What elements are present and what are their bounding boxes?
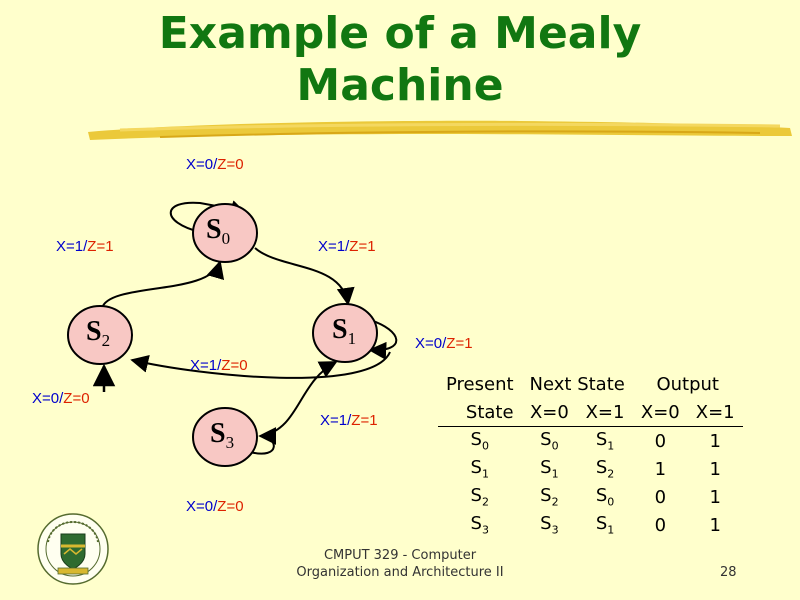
transition-s3-to-s1-label: X=1/Z=1 bbox=[320, 412, 378, 429]
state-s3-label: S3 bbox=[210, 418, 235, 452]
slide-footer: CMPUT 329 - Computer Organization and Ar… bbox=[260, 547, 540, 581]
cell-next-x1: S2 bbox=[595, 457, 615, 481]
cell-present: S1 bbox=[470, 457, 489, 481]
state-s1-circle bbox=[312, 303, 378, 363]
transition-s1-self-label: X=0/Z=1 bbox=[415, 335, 473, 352]
slide-title-line1: Example of a Mealy bbox=[158, 8, 642, 59]
state-s0-label: S0 bbox=[206, 214, 231, 248]
state-s0-circle bbox=[192, 203, 258, 263]
transition-s3-self-arrow bbox=[249, 427, 277, 455]
header-next-state: Next State bbox=[529, 373, 625, 395]
table-header-row: Present Next State Output bbox=[438, 370, 743, 398]
transition-s2-to-s0-label: X=1/Z=1 bbox=[56, 238, 114, 255]
table-row: S2 S2 S0 0 1 bbox=[438, 483, 743, 511]
transition-s0-to-s1-arrow bbox=[254, 247, 355, 306]
header-present: Present bbox=[446, 373, 514, 395]
slide-title: Example of a Mealy Machine bbox=[0, 8, 800, 112]
cell-out-x0: 1 bbox=[654, 458, 667, 480]
transition-s1-to-s2-label: X=1/Z=0 bbox=[190, 357, 248, 374]
cell-out-x0: 0 bbox=[654, 430, 667, 452]
header-output: Output bbox=[656, 373, 719, 395]
cell-next-x0: S1 bbox=[540, 457, 559, 481]
table-row: S0 S0 S1 0 1 bbox=[438, 427, 743, 456]
state-table: Present Next State Output State X=0 X=1 … bbox=[438, 370, 743, 539]
header-out-x1: X=1 bbox=[687, 398, 743, 427]
cell-present: S0 bbox=[470, 429, 489, 453]
cell-next-x0: S3 bbox=[540, 513, 559, 537]
state-s2-circle bbox=[67, 305, 133, 365]
transition-s1-to-s2-arrow bbox=[130, 351, 391, 379]
header-state: State bbox=[438, 398, 522, 427]
cell-present: S2 bbox=[470, 485, 489, 509]
state-s3-circle bbox=[192, 407, 258, 467]
transition-s3-self-label: X=0/Z=0 bbox=[186, 498, 244, 515]
transition-s2-to-s3-label: X=0/Z=0 bbox=[32, 390, 90, 407]
cell-next-x0: S2 bbox=[540, 485, 559, 509]
table-subheader-row: State X=0 X=1 X=0 X=1 bbox=[438, 398, 743, 427]
cell-out-x1: 1 bbox=[709, 430, 721, 452]
cell-out-x0: 0 bbox=[654, 514, 667, 536]
slide-title-line2: Machine bbox=[296, 60, 504, 111]
cell-out-x1: 1 bbox=[709, 486, 721, 508]
cell-next-x1: S0 bbox=[595, 485, 615, 509]
cell-out-x1: 1 bbox=[709, 514, 721, 536]
state-s2-label: S2 bbox=[86, 316, 111, 350]
cell-present: S3 bbox=[470, 513, 489, 537]
transition-s1-self-arrow bbox=[368, 319, 398, 360]
cell-out-x1: 1 bbox=[709, 458, 721, 480]
cell-next-x1: S1 bbox=[595, 513, 615, 537]
header-out-x0: X=0 bbox=[632, 398, 688, 427]
header-next-x0: X=0 bbox=[521, 398, 578, 427]
footer-line1: CMPUT 329 - Computer bbox=[323, 548, 477, 563]
transition-s0-to-s1-label: X=1/Z=1 bbox=[318, 238, 376, 255]
table-row: S1 S1 S2 1 1 bbox=[438, 455, 743, 483]
cell-next-x0: S0 bbox=[540, 429, 559, 453]
page-number: 28 bbox=[720, 565, 737, 580]
cell-out-x0: 0 bbox=[654, 486, 667, 508]
header-next-x1: X=1 bbox=[577, 398, 633, 427]
state-s1-label: S1 bbox=[332, 314, 357, 348]
university-of-alberta-crest-icon bbox=[37, 513, 109, 585]
cell-next-x1: S1 bbox=[595, 429, 615, 453]
transition-s2-to-s0-arrow bbox=[101, 260, 225, 309]
footer-line2: Organization and Architecture II bbox=[296, 565, 504, 580]
transition-s0-self-label: X=0/Z=0 bbox=[186, 156, 244, 173]
table-row: S3 S3 S1 0 1 bbox=[438, 511, 743, 539]
